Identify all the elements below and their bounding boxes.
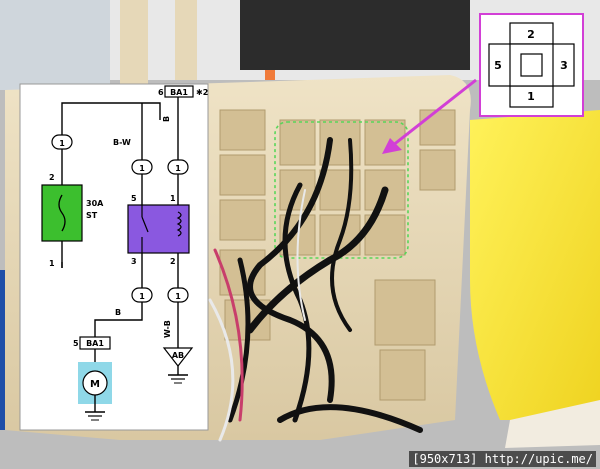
black-wires xyxy=(227,137,423,433)
wiring-diagram-inset xyxy=(19,83,209,431)
pin-diagram-inset xyxy=(479,13,584,117)
dark-background-area xyxy=(240,0,470,70)
top-connector-label: BA1 xyxy=(170,88,188,97)
relay-in-connector-right: 1 xyxy=(175,164,181,173)
wire-color-b-left: B xyxy=(115,308,121,317)
orange-tab xyxy=(265,70,275,80)
yellow-object xyxy=(470,110,600,420)
wiring-labels: 6 BA1 ✱2 1 2 1 30A ST B-W B 1 1 5 1 3 2 … xyxy=(49,88,208,390)
pin-label-left: 5 xyxy=(494,59,502,72)
relay-out-connector-left: 1 xyxy=(139,292,145,301)
top-connector-ref: ✱2 xyxy=(196,88,208,97)
white-object xyxy=(505,400,600,448)
motor-symbol: M xyxy=(90,379,100,390)
relay-pin-5: 5 xyxy=(131,194,137,203)
wire-color-b-top: B xyxy=(162,116,171,122)
wire-color-bw: B-W xyxy=(113,138,131,147)
pin-label-bottom: 1 xyxy=(527,90,535,103)
pink-wires xyxy=(213,248,244,422)
pin-label-right: 3 xyxy=(560,59,568,72)
ground-point-label: AB xyxy=(172,351,184,360)
fuse-pin-top: 2 xyxy=(49,173,55,182)
bottom-connector-pin: 5 xyxy=(73,339,79,348)
fuse-rating: 30A xyxy=(86,199,104,208)
relay-out-connector-right: 1 xyxy=(175,292,181,301)
background-left xyxy=(0,0,110,90)
relay-pin-2: 2 xyxy=(170,257,176,266)
fuse-name: ST xyxy=(86,211,98,220)
fuse-connector-label: 1 xyxy=(59,139,65,148)
relay-in-connector-left: 1 xyxy=(139,164,145,173)
top-connector-pin: 6 xyxy=(158,88,164,97)
pin-label-top: 2 xyxy=(527,28,535,41)
white-wires xyxy=(208,189,306,442)
wire-color-wb: W-B xyxy=(163,320,172,338)
post-right xyxy=(175,0,197,80)
bottom-connector-label: BA1 xyxy=(86,339,104,348)
post-left xyxy=(120,0,148,85)
highlight-arrow xyxy=(382,78,477,154)
dashed-outline xyxy=(274,121,409,259)
image-caption: [950x713] http://upic.me/ xyxy=(409,451,596,467)
relay-pin-3: 3 xyxy=(131,257,137,266)
relay-pin-1: 1 xyxy=(170,194,176,203)
fuse-pin-bottom: 1 xyxy=(49,259,55,268)
